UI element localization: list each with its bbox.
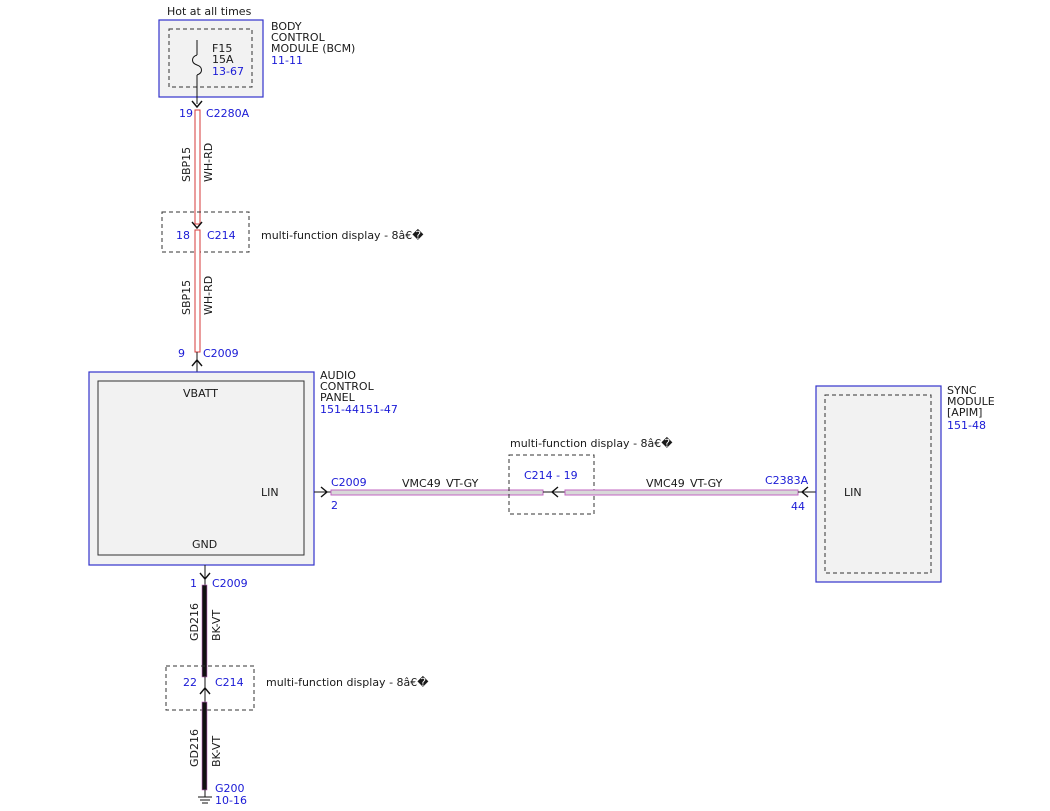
splice-top-connector[interactable]: C214 <box>207 229 236 242</box>
sync-name-line-2: MODULE <box>947 395 995 408</box>
acp-gnd-label: GND <box>192 538 217 551</box>
bcm-name-line-1: BODY <box>271 20 302 33</box>
splice-top-box <box>161 211 250 253</box>
acp-gnd-arrow-icon <box>199 572 211 581</box>
wire-vmc49-right-circuit: VMC49 <box>646 477 685 490</box>
acp-name-line-2: CONTROL <box>320 380 375 393</box>
ground-name[interactable]: G200 <box>215 782 245 795</box>
acp-lin-pin: 2 <box>331 499 338 512</box>
bcm-name-line-2: CONTROL <box>271 31 326 44</box>
wire-sbp15-upper-circuit: SBP15 <box>180 147 193 182</box>
bcm-module-box[interactable] <box>158 19 264 98</box>
wire-gd216-lower-circuit: GD216 <box>188 729 201 767</box>
wire-gd216-upper[interactable] <box>201 584 208 678</box>
bcm-connector[interactable]: C2280A <box>206 107 250 120</box>
acp-name-line-3: PANEL <box>320 391 356 404</box>
acp-lin-label: LIN <box>261 486 279 499</box>
sync-name-line-3: [APIM] <box>947 406 982 419</box>
splice-mid-box <box>508 454 595 515</box>
bcm-pin-arrow-icon <box>191 100 203 109</box>
wire-sbp15-lower-color: WH-RD <box>202 276 215 315</box>
splice-bottom-connector[interactable]: C214 <box>215 676 244 689</box>
splice-bottom-box <box>165 665 255 711</box>
fuse-name: F15 <box>212 42 232 55</box>
acp-gnd-connector[interactable]: C2009 <box>212 577 248 590</box>
acp-gnd-pin: 1 <box>190 577 197 590</box>
bcm-ref-link[interactable]: 11-11 <box>271 54 303 67</box>
wire-sbp15-lower[interactable] <box>194 229 201 353</box>
sync-name-line-1: SYNC <box>947 384 977 397</box>
bcm-name-line-3: MODULE (BCM) <box>271 42 355 55</box>
acp-ref-link[interactable]: 151-44151-47 <box>320 403 398 416</box>
sync-connector[interactable]: C2383A <box>765 474 809 487</box>
acp-vbatt-pin: 9 <box>178 347 185 360</box>
splice-mid-note: multi-function display - 8â€� <box>510 437 673 450</box>
wire-sbp15-lower-circuit: SBP15 <box>180 280 193 315</box>
wire-vmc49-right[interactable] <box>564 489 799 496</box>
splice-bottom-note: multi-function display - 8â€� <box>266 676 429 689</box>
acp-inner-box <box>97 380 305 556</box>
bcm-power-note: Hot at all times <box>167 5 252 18</box>
sync-module-box[interactable] <box>815 385 942 583</box>
splice-mid-label[interactable]: C214 - 19 <box>524 469 578 482</box>
splice-top-pin: 18 <box>176 229 190 242</box>
wire-vmc49-left-circuit: VMC49 <box>402 477 441 490</box>
sync-inner-box <box>824 394 932 574</box>
bcm-pin: 19 <box>179 107 193 120</box>
wire-vmc49-right-color: VT-GY <box>690 477 723 490</box>
wire-vmc49-left-color: VT-GY <box>446 477 479 490</box>
fuse-icon <box>192 54 202 76</box>
sync-lin-label: LIN <box>844 486 862 499</box>
ground-icon <box>198 796 212 804</box>
ground-ref-link[interactable]: 10-16 <box>215 794 247 807</box>
fuse-rating: 15A <box>212 53 234 66</box>
acp-lin-connector[interactable]: C2009 <box>331 476 367 489</box>
wire-sbp15-upper-color: WH-RD <box>202 143 215 182</box>
wire-gd216-upper-circuit: GD216 <box>188 603 201 641</box>
fuse-ref-link[interactable]: 13-67 <box>212 65 244 78</box>
acp-name-line-1: AUDIO <box>320 369 356 382</box>
bcm-fuse-box <box>168 28 253 88</box>
splice-top-note: multi-function display - 8â€� <box>261 229 424 242</box>
acp-lin-arrow-icon <box>320 486 329 498</box>
wire-gd216-lower-color: BK-VT <box>210 736 223 767</box>
sync-ref-link[interactable]: 151-48 <box>947 419 986 432</box>
sync-pin: 44 <box>791 500 805 513</box>
wire-gd216-upper-color: BK-VT <box>210 610 223 641</box>
acp-vbatt-connector[interactable]: C2009 <box>203 347 239 360</box>
wire-sbp15-upper[interactable] <box>194 109 201 225</box>
sync-lin-arrow-icon <box>800 486 809 498</box>
acp-vbatt-label: VBATT <box>183 387 218 400</box>
wire-vmc49-left[interactable] <box>330 489 544 496</box>
splice-top-arrow-icon <box>191 221 203 230</box>
splice-bottom-pin: 22 <box>183 676 197 689</box>
wire-gd216-lower[interactable] <box>201 701 208 791</box>
